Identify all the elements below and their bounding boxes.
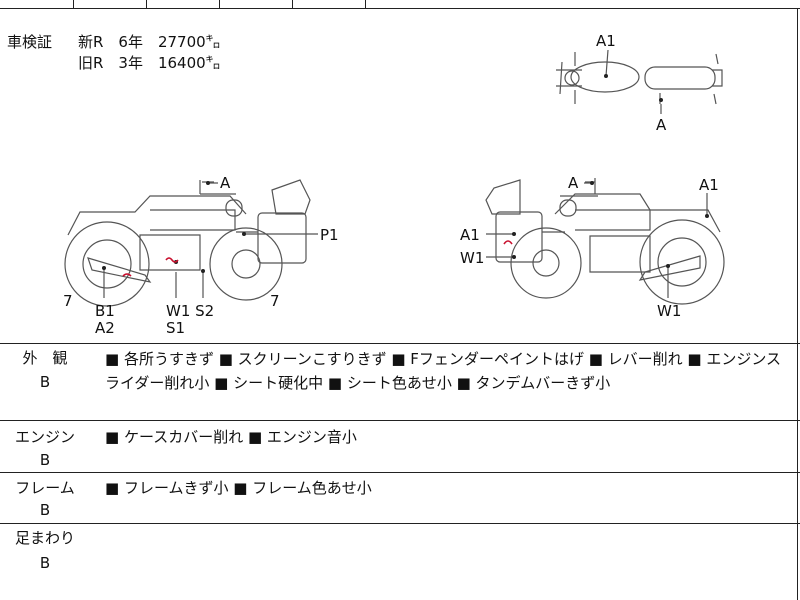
label-top-a1: A1 <box>596 32 616 50</box>
section-title: エンジン <box>14 428 75 446</box>
section-grade: B <box>39 373 51 391</box>
section-rule <box>0 523 800 524</box>
damage-marker-dots <box>102 74 709 273</box>
scratch-mark-icon <box>122 240 513 277</box>
section-notes: ■ ケースカバー削れ ■ エンジン音小 <box>105 428 357 446</box>
section-notes: ■ 各所うすきず ■ スクリーンこすりきず ■ Fフェンダーペイントはげ ■ レ… <box>105 350 782 392</box>
section-rule <box>0 343 800 344</box>
label-right-w1-bottom: W1 <box>657 302 682 320</box>
label-left-p1: P1 <box>320 226 339 244</box>
header-divider <box>219 0 220 8</box>
section-grade: B <box>39 451 51 469</box>
header-divider <box>292 0 293 8</box>
registration-label: 車検証 <box>7 33 53 51</box>
section-notes: ■ フレームきず小 ■ フレーム色あせ小 <box>105 479 372 497</box>
label-right-w1-left: W1 <box>460 249 485 267</box>
label-left-b1: B1 <box>95 302 115 320</box>
label-right-a: A <box>568 174 579 192</box>
label-right-a1-left: A1 <box>460 226 480 244</box>
section-rule <box>0 472 800 473</box>
damage-diagram <box>64 49 725 307</box>
section-title: 足まわり <box>14 529 75 547</box>
right-border <box>797 8 798 600</box>
header-divider <box>73 0 74 8</box>
label-left-7b: 7 <box>270 292 280 310</box>
top-rule <box>0 8 800 9</box>
label-left-a: A <box>220 174 231 192</box>
label-left-a2: A2 <box>95 319 115 337</box>
section-title: フレーム <box>15 479 75 497</box>
motorcycle-top-view-icon <box>556 52 723 105</box>
registration-new: 新R 6年 27700㌔ <box>78 33 221 51</box>
section-grade: B <box>39 554 51 572</box>
label-left-w1s2: W1 S2 <box>166 302 215 320</box>
motorcycle-right-view-icon <box>485 178 725 305</box>
section-rule <box>0 420 800 421</box>
header-divider <box>365 0 366 8</box>
section-title: 外 観 <box>22 349 68 367</box>
label-top-a: A <box>656 116 667 134</box>
label-left-7: 7 <box>63 292 73 310</box>
label-right-a1-top: A1 <box>699 176 719 194</box>
header-divider <box>146 0 147 8</box>
label-left-s1: S1 <box>166 319 186 337</box>
registration-old: 旧R 3年 16400㌔ <box>78 54 221 72</box>
motorcycle-left-view-icon <box>64 179 311 307</box>
section-grade: B <box>39 501 51 519</box>
